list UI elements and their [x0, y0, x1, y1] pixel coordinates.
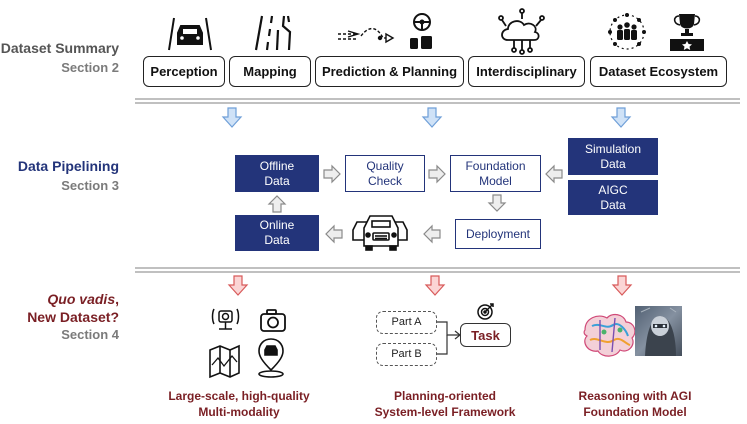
offline-data-line2: Data — [264, 173, 290, 188]
quality-check-line1: Quality — [366, 158, 404, 173]
trophy-podium-icon — [670, 14, 704, 51]
brain-illustration — [583, 313, 636, 357]
part-b-box: Part B — [376, 343, 437, 366]
target-icon — [477, 303, 494, 320]
down-arrow-red-middle — [424, 275, 446, 296]
arrow-offline-to-quality — [323, 164, 341, 184]
quo-vadis-title-line1: Quo vadis, — [47, 290, 119, 309]
caption-large-scale: Large-scale, high-quality Multi-modality — [164, 388, 314, 420]
pipelining-section-number: Section 3 — [61, 178, 119, 193]
tab-perception: Perception — [143, 56, 225, 87]
online-data-line1: Online — [259, 218, 295, 232]
task-box: Task — [460, 323, 511, 347]
robot-portrait-image — [635, 306, 682, 356]
down-arrow-red-right — [611, 275, 633, 296]
map-icon — [209, 344, 240, 379]
caption-middle-line2: System-level Framework — [374, 405, 516, 419]
steering-wheel-icon — [410, 13, 432, 49]
summary-section-number: Section 2 — [61, 60, 119, 75]
arrow-quality-to-foundation — [428, 164, 446, 184]
online-data-line2: Data — [264, 233, 290, 247]
aigc-data-line1: AIGC — [598, 182, 628, 197]
summary-section-title: Dataset Summary — [0, 40, 119, 56]
simulation-data-line2: Data — [600, 156, 626, 171]
road-map-icon — [254, 15, 292, 51]
arrow-sources-to-foundation — [545, 164, 563, 184]
down-arrow-red-left — [227, 275, 249, 296]
sensor-camera-icon — [211, 308, 240, 330]
aigc-data-line2: Data — [600, 197, 626, 212]
caption-left-line2: Multi-modality — [198, 405, 280, 419]
network-cloud-icon — [498, 8, 545, 55]
camera-icon — [260, 309, 286, 332]
tab-interdisciplinary: Interdisciplinary — [468, 56, 585, 87]
arrow-deployment-to-vehicles — [423, 224, 441, 244]
down-arrow-blue-right — [610, 107, 632, 128]
caption-middle-line1: Planning-oriented — [394, 389, 496, 403]
pipelining-section-title: Data Pipelining — [17, 158, 119, 174]
quo-vadis-title-line2: New Dataset? — [27, 309, 119, 325]
pipeline-arrows — [267, 164, 563, 244]
quo-vadis-section-number: Section 4 — [61, 327, 119, 342]
tab-dataset-ecosystem: Dataset Ecosystem — [590, 56, 727, 87]
arrow-foundation-to-deployment — [487, 194, 507, 212]
section-separator-top — [135, 98, 740, 104]
down-arrow-blue-left — [221, 107, 243, 128]
arrow-vehicles-to-online — [325, 224, 343, 244]
quo-vadis-italic: Quo vadis — [47, 291, 116, 307]
part-to-task-connectors — [437, 321, 461, 355]
down-arrow-blue-middle — [421, 107, 443, 128]
simulation-data-line1: Simulation — [584, 141, 642, 156]
caption-right-line2: Foundation Model — [583, 405, 687, 419]
caption-planning-oriented: Planning-oriented System-level Framework — [365, 388, 525, 420]
quo-vadis-comma: , — [115, 291, 119, 307]
foundation-model-line2: Model — [479, 173, 512, 188]
caption-right-line1: Reasoning with AGI — [578, 389, 692, 403]
caption-left-line1: Large-scale, high-quality — [168, 389, 310, 403]
tab-mapping: Mapping — [229, 56, 311, 87]
trajectory-icon — [338, 28, 395, 44]
arrow-online-to-offline — [267, 195, 287, 213]
part-a-box: Part A — [376, 311, 437, 334]
offline-data-line1: Offline — [259, 158, 295, 173]
vehicle-fleet-icon — [352, 215, 408, 251]
car-lane-icon — [168, 17, 212, 51]
tab-prediction-planning: Prediction & Planning — [315, 56, 464, 87]
quality-check-line2: Check — [367, 173, 402, 188]
section-separator-bottom — [135, 267, 740, 273]
location-pin-car-icon — [258, 338, 284, 378]
community-people-icon — [608, 13, 646, 50]
foundation-model-line1: Foundation — [465, 158, 526, 173]
caption-reasoning-agi: Reasoning with AGI Foundation Model — [560, 388, 710, 420]
deployment-box: Deployment — [455, 219, 541, 249]
